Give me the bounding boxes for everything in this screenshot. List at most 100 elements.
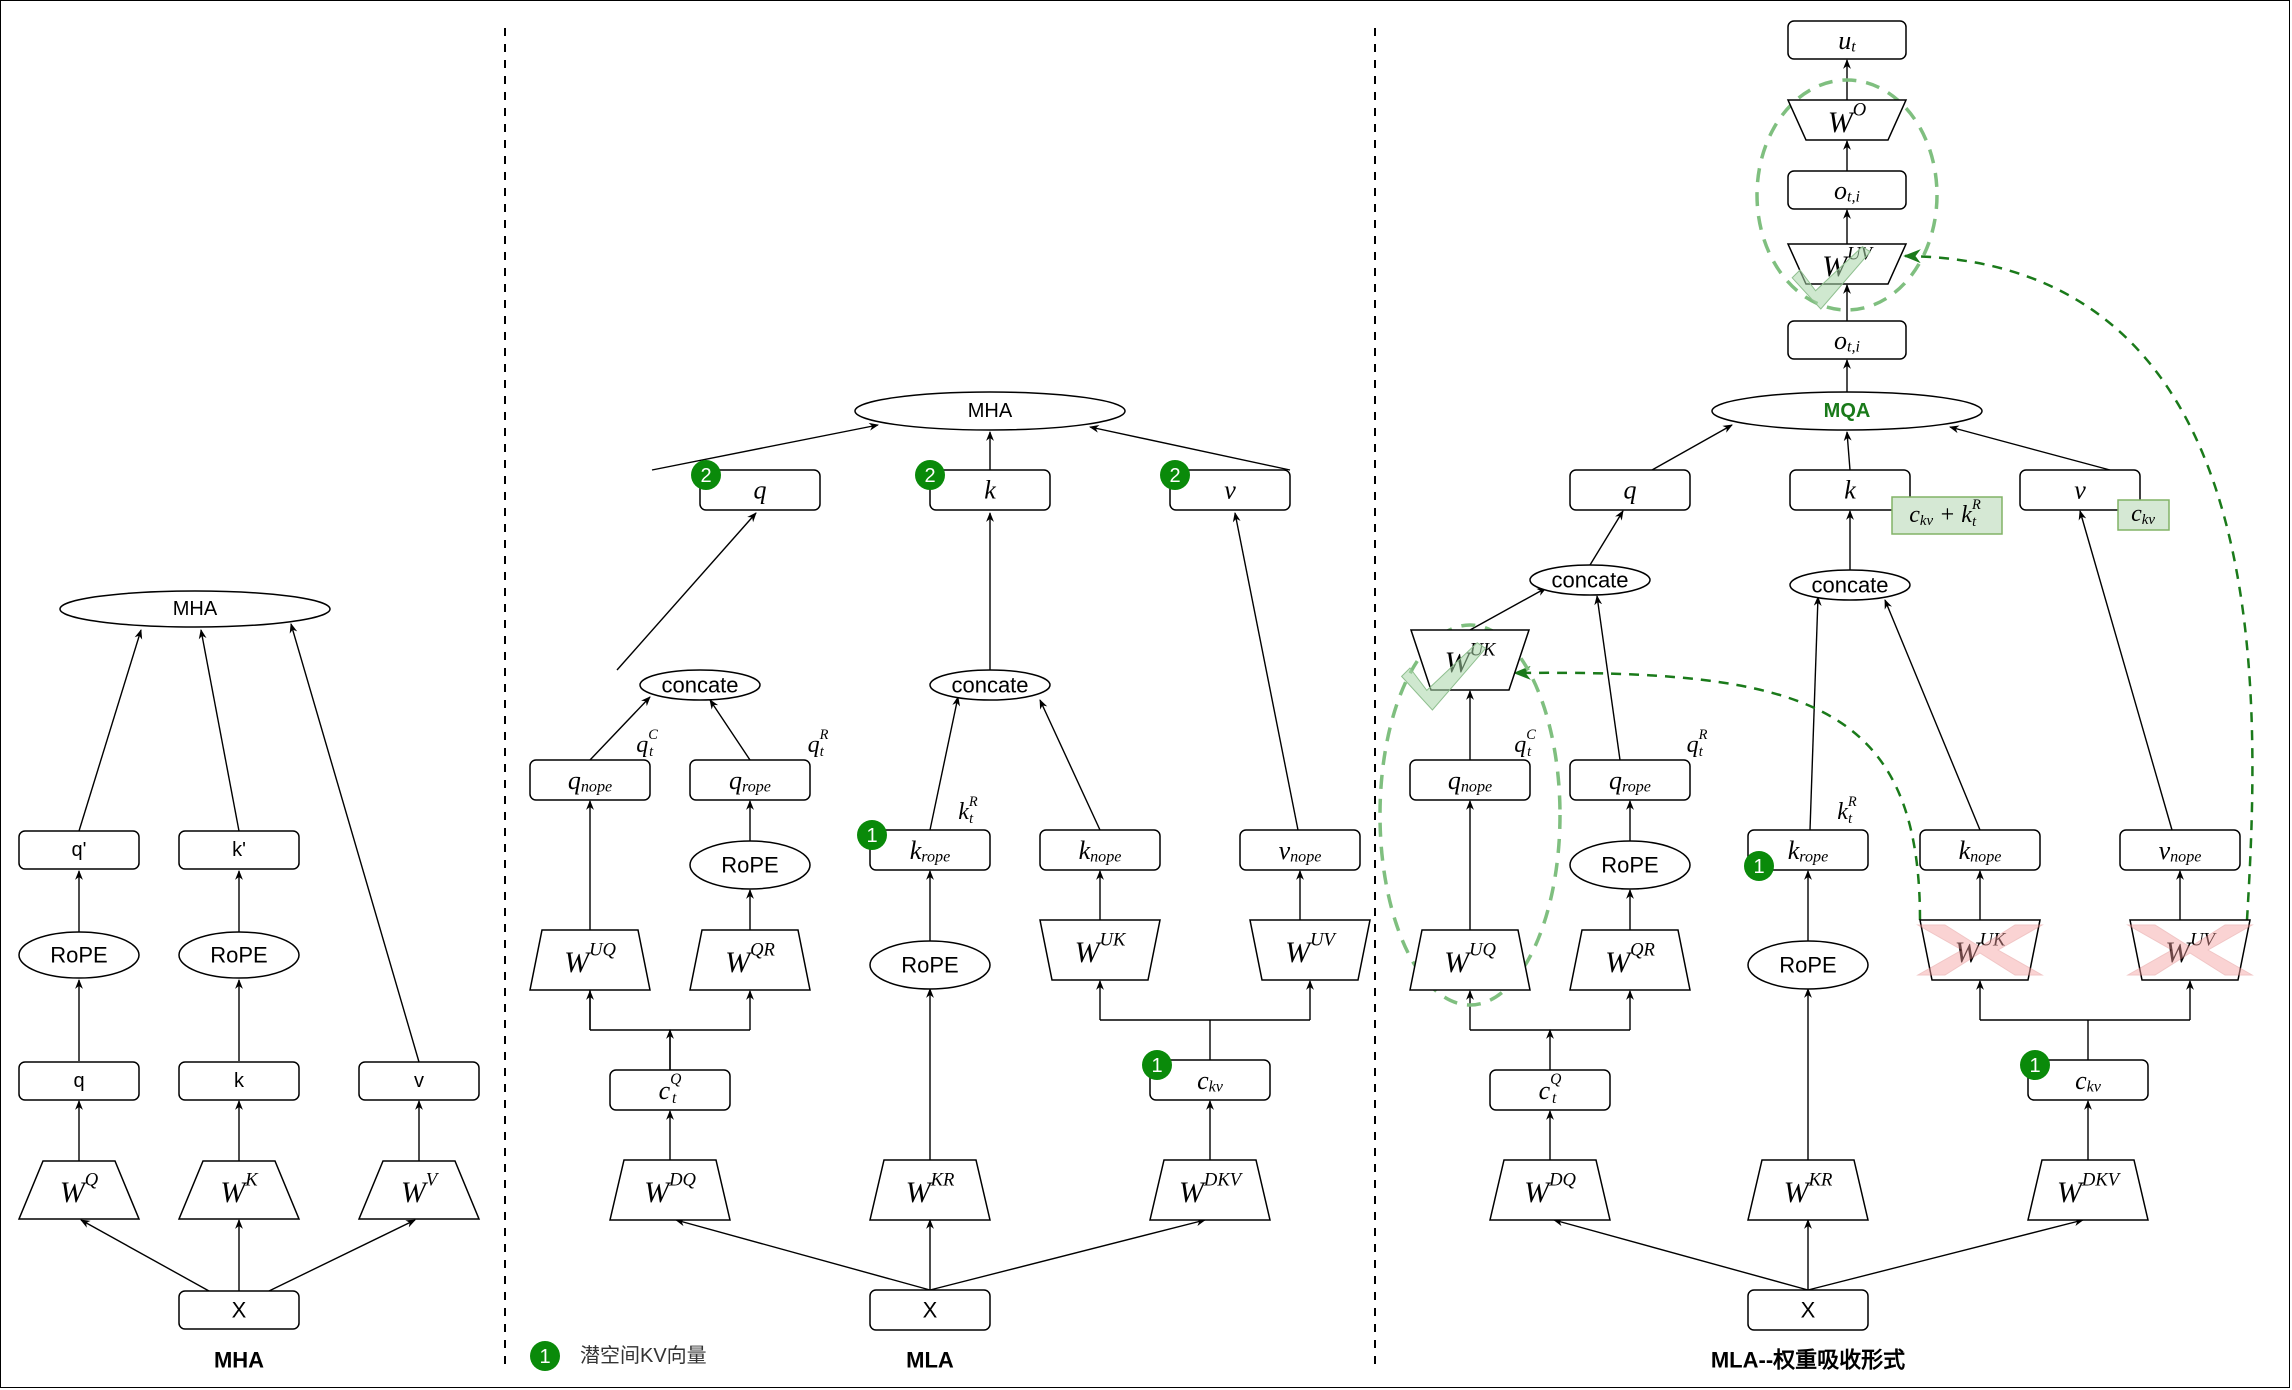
q-nope-node[interactable]: qnope [1409, 759, 1531, 801]
node-label: RoPE [1601, 853, 1658, 878]
x-input[interactable]: X [178, 1290, 300, 1330]
x-input[interactable]: X [1747, 1289, 1869, 1331]
w-uk-weight[interactable]: WUK [1039, 919, 1161, 981]
v-node[interactable]: v [2019, 469, 2141, 511]
w-qr-weight[interactable]: WQR [689, 929, 811, 991]
w-uv-weight[interactable]: WUV [1249, 919, 1371, 981]
o-ti-top-node[interactable]: ot,i [1787, 170, 1907, 210]
node-label: WUQ [1444, 939, 1496, 979]
o-ti-node[interactable]: ot,i [1787, 320, 1907, 360]
node-label: WUK [1075, 929, 1127, 969]
panel-title: MLA--权重吸收形式 [1711, 1348, 1905, 1373]
w-kr-weight[interactable]: WKR [1747, 1159, 1869, 1221]
w-uq-weight[interactable]: WUQ [529, 929, 651, 991]
node-label: qnope [1448, 766, 1492, 796]
w-kr-weight[interactable]: WKR [869, 1159, 991, 1221]
q-node[interactable]: q [1569, 469, 1691, 511]
k-nope-node[interactable]: knope [1039, 829, 1161, 871]
badge-number: 1 [866, 825, 877, 847]
v-node[interactable]: v [358, 1061, 480, 1101]
edge-arrow [1594, 595, 1621, 761]
concat-k-node[interactable]: concate [1789, 569, 1911, 601]
edge-arrow [1809, 596, 1822, 831]
panel-title: MLA [906, 1348, 954, 1373]
node-label: v [2074, 476, 2086, 505]
w-dkv-weight[interactable]: WDKV [2027, 1159, 2149, 1221]
node-label: X [1801, 1298, 1816, 1323]
w-uk-removed-weight[interactable]: WUK [1919, 919, 2041, 981]
node-label: WQ [60, 1169, 99, 1209]
k-nope-node[interactable]: knope [1919, 829, 2041, 871]
node-label: concate [951, 673, 1028, 698]
rope-k-node[interactable]: RoPE [869, 940, 991, 990]
w-dq-weight[interactable]: WDQ [1489, 1159, 1611, 1221]
edge-arrow [289, 623, 420, 1063]
k-rope-node[interactable]: krope [1747, 829, 1869, 871]
node-label: qnope [568, 766, 612, 796]
wv-weight[interactable]: WV [357, 1160, 481, 1220]
concat-q-node[interactable]: concate [1529, 564, 1651, 596]
node-label: X [923, 1298, 938, 1323]
x-input[interactable]: X [869, 1289, 991, 1331]
node-label: knope [1959, 836, 2002, 866]
c-kv-node[interactable]: ckv [2027, 1059, 2149, 1101]
mha-node[interactable]: MHA [59, 590, 331, 628]
badge-number: 1 [1151, 1055, 1162, 1077]
k-rope-node[interactable]: krope [869, 829, 991, 871]
k-node[interactable]: k [929, 469, 1051, 511]
k-prime-node[interactable]: k' [178, 830, 300, 870]
absorb-group-outline-left [1378, 623, 1562, 1007]
k-node[interactable]: k [1789, 469, 1911, 511]
panel-title: MHA [214, 1348, 264, 1373]
q-node[interactable]: q [18, 1061, 140, 1101]
w-uv-removed-weight[interactable]: WUV [2129, 919, 2251, 981]
edge-arrow [651, 422, 879, 471]
u-t-node[interactable]: ut [1787, 20, 1907, 60]
q-rope-node[interactable]: qrope [1569, 759, 1691, 801]
rope-k-node[interactable]: RoPE [1747, 940, 1869, 990]
concat-q-node[interactable]: concate [639, 669, 761, 701]
concat-k-node[interactable]: concate [929, 669, 1051, 701]
edge-arrow [1089, 425, 1291, 471]
node-label: concate [1551, 568, 1628, 593]
c-kv-node[interactable]: ckv [1149, 1059, 1271, 1101]
node-label: WDKV [2057, 1169, 2122, 1209]
v-nope-node[interactable]: vnope [1239, 829, 1361, 871]
w-uq-weight[interactable]: WUQ [1409, 929, 1531, 991]
wq-weight[interactable]: WQ [17, 1160, 141, 1220]
kv-badge: 2 [915, 460, 945, 490]
node-label: WUV [1285, 929, 1337, 969]
q-rope-node[interactable]: qrope [689, 759, 811, 801]
q-node[interactable]: q [699, 469, 821, 511]
w-dkv-weight[interactable]: WDKV [1149, 1159, 1271, 1221]
w-o-weight[interactable]: WO [1786, 99, 1908, 141]
rope-q-node[interactable]: RoPE [689, 840, 811, 890]
w-qr-weight[interactable]: WQR [1569, 929, 1691, 991]
v-nope-node[interactable]: vnope [2119, 829, 2241, 871]
mha-node[interactable]: MHA [854, 391, 1126, 431]
rope-q-node[interactable]: RoPE [1569, 840, 1691, 890]
rope-q-node[interactable]: RoPE [18, 931, 140, 979]
k-node[interactable]: k [178, 1061, 300, 1101]
absorb-group-outline-top [1755, 78, 1939, 312]
q-nope-node[interactable]: qnope [529, 759, 651, 801]
mqa-node[interactable]: MQA [1711, 391, 1983, 431]
node-label: ckv [2075, 1066, 2102, 1096]
wk-weight[interactable]: WK [177, 1160, 301, 1220]
q-prime-node[interactable]: q' [18, 830, 140, 870]
rope-k-node[interactable]: RoPE [178, 931, 300, 979]
kv-badge: 1 [1744, 851, 1774, 881]
w-dq-weight[interactable]: WDQ [609, 1159, 731, 1221]
node-label: WQR [1605, 939, 1655, 979]
v-node[interactable]: v [1169, 469, 1291, 511]
